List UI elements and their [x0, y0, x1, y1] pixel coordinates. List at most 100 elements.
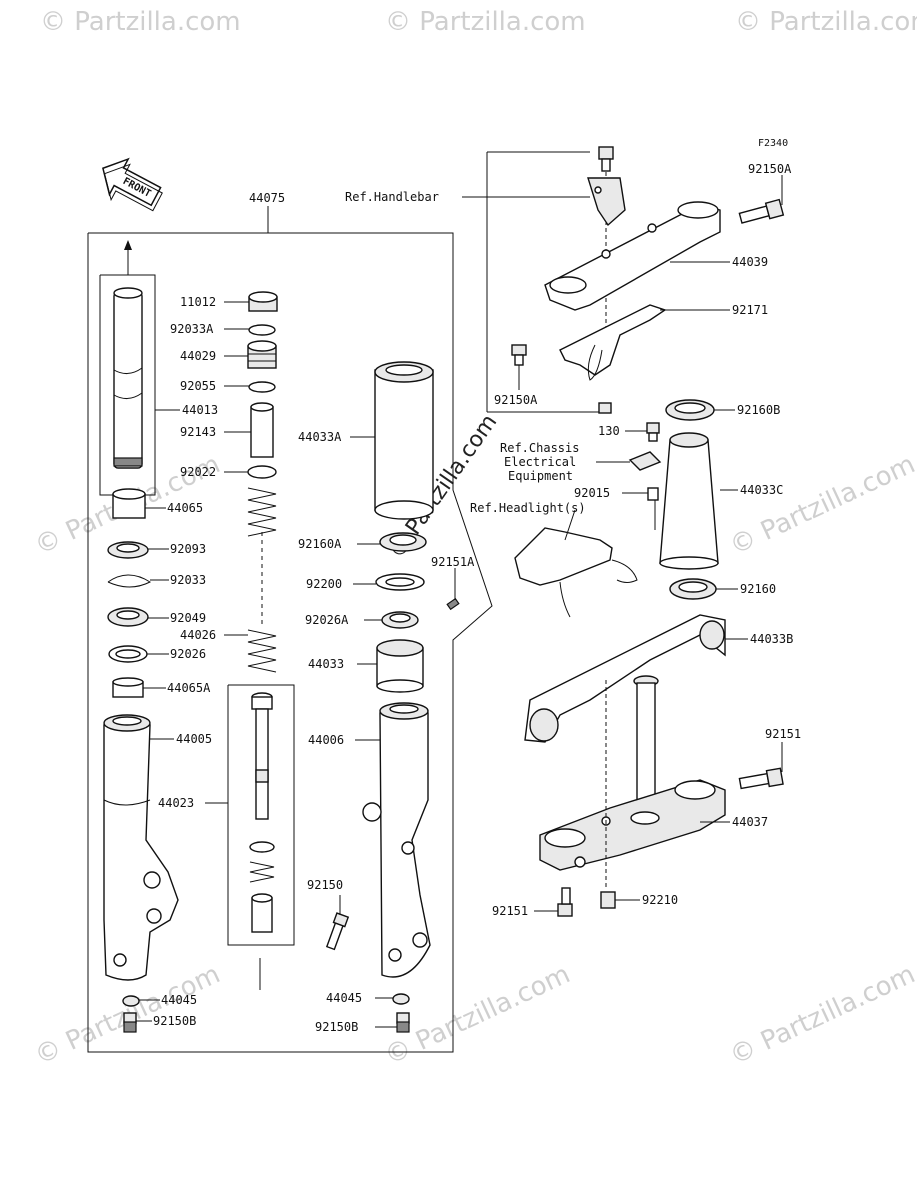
label-92093: 92093: [170, 542, 206, 556]
nut-92210-part: [600, 891, 616, 909]
label-92151-bottom: 92151: [492, 904, 528, 918]
cover-44033b-part: [524, 614, 726, 743]
label-92150a-top: 92150A: [748, 162, 792, 176]
bolt-92150-part: [325, 912, 350, 951]
bolt-92151-top-part: [738, 767, 784, 790]
bolt-92150a-bottom-part: [511, 344, 527, 366]
watermark-mid-right: © Partzilla.com: [725, 449, 917, 561]
ref-chassis-line2: Electrical: [504, 455, 576, 469]
label-92033a: 92033A: [170, 322, 214, 336]
bolt-top-part: [598, 146, 614, 172]
figure-code: F2340: [758, 138, 788, 149]
washer-44045-right-part: [392, 993, 410, 1005]
bracket-92171-part: [559, 304, 667, 376]
lower-bracket-44037-part: [539, 779, 726, 871]
label-44045-right: 44045: [326, 991, 362, 1005]
adjuster-44029-part: [247, 340, 277, 369]
label-44065: 44065: [167, 501, 203, 515]
label-92049: 92049: [170, 611, 206, 625]
damper-box: [227, 684, 295, 946]
label-44037: 44037: [732, 815, 768, 829]
label-92022: 92022: [180, 465, 216, 479]
label-92026a: 92026A: [305, 613, 349, 627]
label-92033: 92033: [170, 573, 206, 587]
label-11012: 11012: [180, 295, 216, 309]
cover-44033-part: [376, 639, 424, 693]
screw-92151a-part: [446, 597, 460, 611]
leader-lines: [136, 175, 783, 1028]
chassis-clip-part: [628, 451, 662, 471]
watermark-top-right: © Partzilla.com: [735, 7, 917, 37]
cover-44033c-part: [659, 432, 719, 570]
label-44045-left: 44045: [161, 993, 197, 1007]
ref-headlight: Ref.Headlight(s): [470, 501, 586, 515]
label-44033a: 44033A: [298, 430, 342, 444]
label-92151a: 92151A: [431, 555, 475, 569]
bolt-92151-bottom-part: [557, 887, 573, 917]
bolt-92150b-right-part: [396, 1012, 410, 1033]
label-92026: 92026: [170, 647, 206, 661]
washer-44045-left-part: [122, 995, 140, 1007]
bushing-44065-part: [112, 488, 146, 519]
washer-92022-part: [247, 465, 277, 479]
label-92171: 92171: [732, 303, 768, 317]
label-44033c: 44033C: [740, 483, 783, 497]
watermark-top-center: © Partzilla.com: [385, 7, 586, 37]
headlight-bracket-part: [514, 527, 613, 586]
watermark-bottom-right: © Partzilla.com: [725, 959, 917, 1071]
circlip-part: [107, 574, 152, 588]
bolt-92150b-left-part: [123, 1012, 137, 1033]
label-92160a: 92160A: [298, 537, 342, 551]
label-130: 130: [598, 424, 620, 438]
ref-chassis-line1: Ref.Chassis: [500, 441, 579, 455]
label-92150b-right: 92150B: [315, 1020, 358, 1034]
part-labels: 11012 92033A 44029 92055 44013 92143 920…: [153, 162, 801, 1034]
label-92200: 92200: [306, 577, 342, 591]
inner-tube-box: [99, 274, 156, 496]
label-44026: 44026: [180, 628, 216, 642]
cover-44033a-part: [374, 361, 434, 520]
label-44006: 44006: [308, 733, 344, 747]
cap-bolt-part: [248, 291, 278, 312]
label-92150a-bottom: 92150A: [494, 393, 538, 407]
label-44023: 44023: [158, 796, 194, 810]
oring-92055-part: [248, 381, 276, 393]
label-44039: 44039: [732, 255, 768, 269]
label-92160: 92160: [740, 582, 776, 596]
fork-assembly-box: [87, 232, 493, 1053]
label-44075: 44075: [249, 191, 285, 205]
ref-handlebar: Ref.Handlebar: [345, 190, 439, 204]
steering-stem-part: [633, 675, 659, 809]
label-92151-top: 92151: [765, 727, 801, 741]
collar-92143-part: [250, 402, 274, 458]
watermark-top-left: © Partzilla.com: [40, 7, 241, 37]
front-arrow-icon: FRONT: [102, 157, 163, 212]
upper-bracket-44039-part: [544, 201, 721, 311]
spring-44026-part: [247, 487, 277, 673]
ref-chassis-line3: Equipment: [508, 469, 573, 483]
label-92150: 92150: [307, 878, 343, 892]
bolt-130-part: [646, 422, 660, 442]
part-92015: [647, 487, 659, 501]
damper-rod-part: [249, 692, 275, 933]
label-92015: 92015: [574, 486, 610, 500]
bolt-92150a-top-part: [738, 198, 785, 224]
label-92150b-left: 92150B: [153, 1014, 196, 1028]
label-44029: 44029: [180, 349, 216, 363]
outer-tube-left-part: [103, 714, 179, 981]
label-92143: 92143: [180, 425, 216, 439]
outer-tube-right-part: [362, 702, 431, 978]
label-44033b: 44033B: [750, 632, 793, 646]
handlebar-holder-part: [587, 177, 626, 227]
label-44065a: 44065A: [167, 681, 211, 695]
label-92210: 92210: [642, 893, 678, 907]
label-92160b: 92160B: [737, 403, 780, 417]
label-44005: 44005: [176, 732, 212, 746]
label-44013: 44013: [182, 403, 218, 417]
label-44033: 44033: [308, 657, 344, 671]
nut-part: [598, 402, 612, 414]
inner-tube-part: [113, 287, 143, 469]
oring-92033a-part: [248, 324, 276, 336]
